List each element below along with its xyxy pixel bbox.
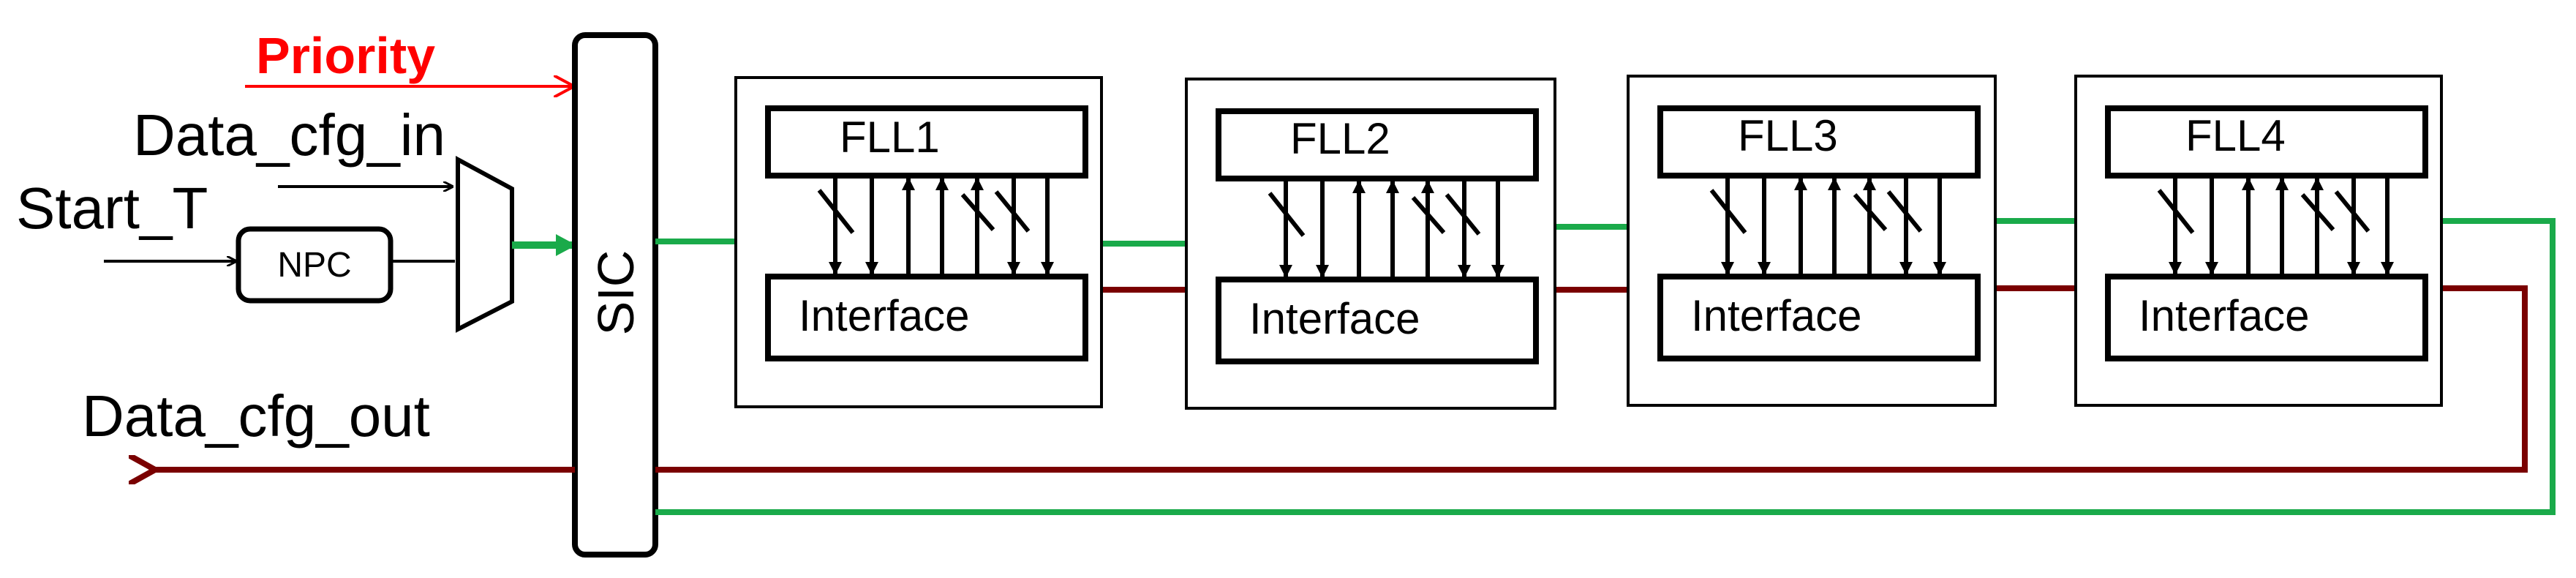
fll-label: FLL3 [1738,111,1838,160]
config-path [655,218,2556,515]
interface-box [765,274,1088,361]
fll-block-2: FLL2 Interface [1185,78,1556,410]
sic-block [572,32,658,558]
fll-block-4: FLL4 Interface [2074,75,2443,407]
interface-label: Interface [2139,291,2309,340]
bus-lines [1268,180,1504,278]
fll-label: FLL2 [1290,114,1390,163]
interface-box [2105,274,2428,361]
fll-box [1216,108,1539,181]
sic-label: SIC [587,250,644,336]
data-cfg-in-label: Data_cfg_in [133,102,445,168]
start-t-label: Start_T [16,176,208,241]
interface-label: Interface [1691,291,1861,340]
interface-box [1216,277,1539,364]
npc-label: NPC [277,246,351,285]
interface-label: Interface [799,291,969,340]
npc-block [236,226,393,304]
fll-block-3: FLL3 Interface [1627,75,1997,407]
fll-box [765,105,1088,179]
fll-box [2105,105,2428,179]
bus-lines [2157,177,2394,275]
bus-lines [1709,177,1946,275]
fll-label: FLL1 [840,113,940,162]
interface-label: Interface [1249,294,1420,343]
return-path [655,285,2528,473]
data-cfg-out-label: Data_cfg_out [82,383,430,448]
input-mux [456,155,514,333]
fll-label: FLL4 [2185,111,2286,160]
bus-lines [817,177,1054,275]
priority-label: Priority [256,27,435,84]
interface-box [1657,274,1981,361]
fll-box [1657,105,1981,179]
fll-block-1: FLL1 Interface [734,76,1103,408]
